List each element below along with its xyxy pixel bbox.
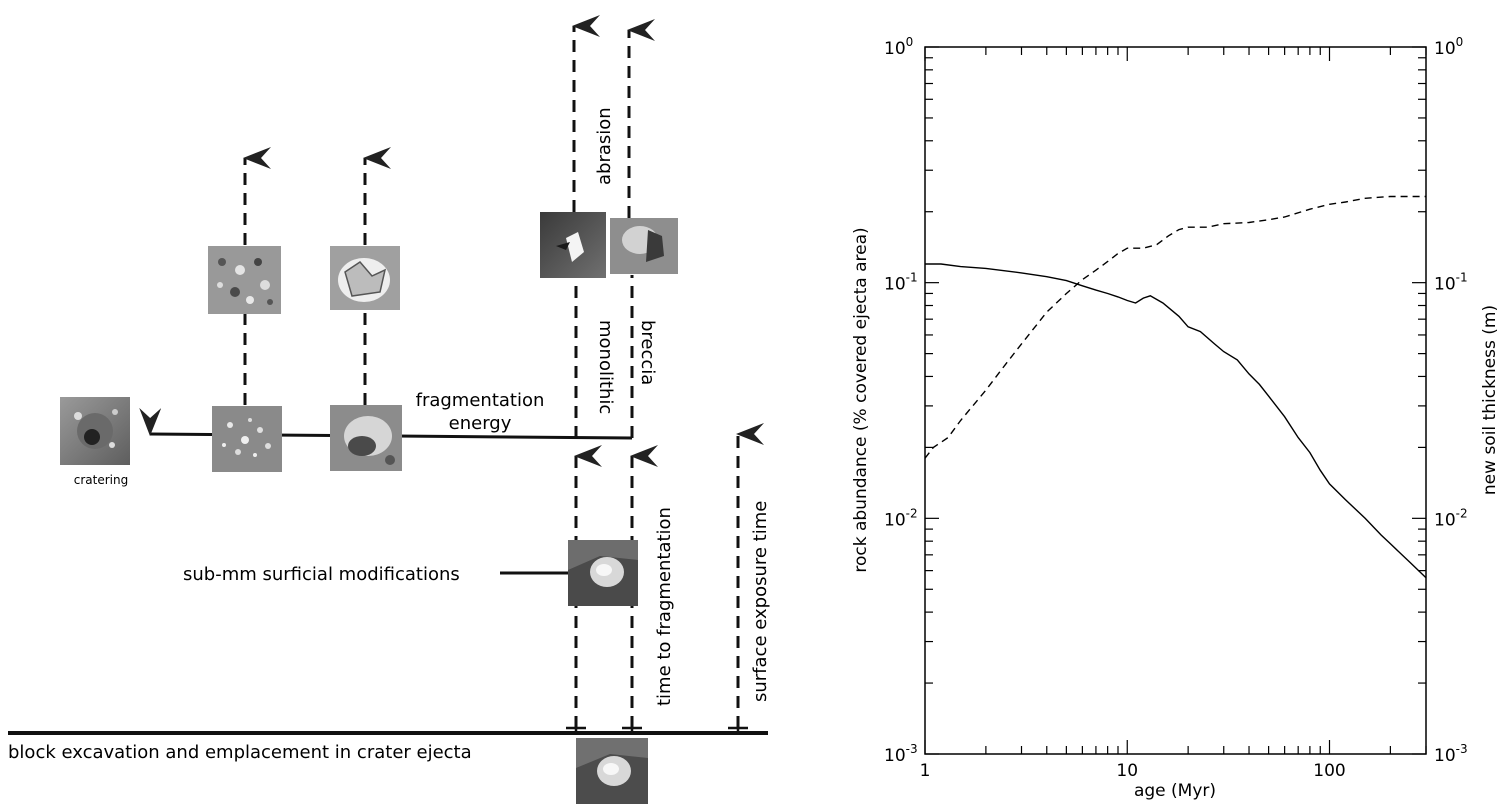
rock-image-debris-field (208, 246, 281, 314)
y2-tick-label-3: 10-3 (1434, 742, 1468, 766)
label-surface-exposure-time: surface exposure time (750, 501, 771, 702)
label-monolithic: monolithic (595, 320, 616, 414)
y2-tick-label-1: 10-1 (1434, 271, 1468, 295)
x-tick-label-2: 100 (1313, 761, 1345, 781)
y-tick-label-0: 100 (884, 35, 913, 59)
rock-image-boulder-cluster (330, 405, 402, 471)
rock-image-cratering (60, 397, 130, 465)
x-axis-label: age (Myr) (1134, 781, 1216, 801)
label-sub-mm: sub-mm surficial modifications (183, 564, 460, 585)
series-line-dashed (924, 195, 1426, 459)
x-tick-label-0: 1 (920, 761, 931, 781)
label-fragmentation: fragmentation (416, 390, 545, 411)
y-tick-label-1: 10-1 (884, 271, 918, 295)
y-tick-label-2: 10-2 (884, 506, 918, 530)
x-tick-label-1: 10 (1116, 761, 1138, 781)
rock-image-breccia (610, 218, 678, 274)
evolution-diagram: cratering fragmentation energy abrasion … (8, 15, 771, 804)
axis-ticks (924, 46, 1427, 755)
series-line-solid (925, 263, 1427, 579)
rock-image-emplaced-block (576, 738, 648, 804)
label-abrasion: abrasion (594, 107, 615, 185)
label-cratering: cratering (74, 473, 128, 487)
plot-frame (924, 46, 1427, 755)
label-block-excavation: block excavation and emplacement in crat… (8, 742, 472, 763)
axis-tick-labels: 1 10 100 100 10-1 10-2 10-3 100 10-1 10-2 10-3 (884, 35, 1468, 781)
rock-abundance-chart: 1 10 100 100 10-1 10-2 10-3 100 10-1 10-2 10-3 age… (851, 35, 1500, 801)
rock-image-broken-boulder (330, 246, 400, 310)
y2-tick-label-0: 100 (1434, 35, 1463, 59)
y2-tick-label-2: 10-2 (1434, 506, 1468, 530)
rock-image-fragments-small (212, 406, 282, 472)
label-breccia: breccia (637, 320, 658, 385)
y-axis-label: rock abundance (% covered ejecta area) (851, 227, 871, 572)
label-energy: energy (449, 413, 512, 434)
rock-image-monolithic (540, 212, 606, 278)
rock-image-surficial (568, 540, 638, 606)
y-tick-label-3: 10-3 (884, 742, 918, 766)
label-time-to-fragmentation: time to fragmentation (654, 507, 675, 706)
series-lines (924, 195, 1427, 579)
y2-axis-label: new soil thickness (m) (1480, 305, 1500, 495)
